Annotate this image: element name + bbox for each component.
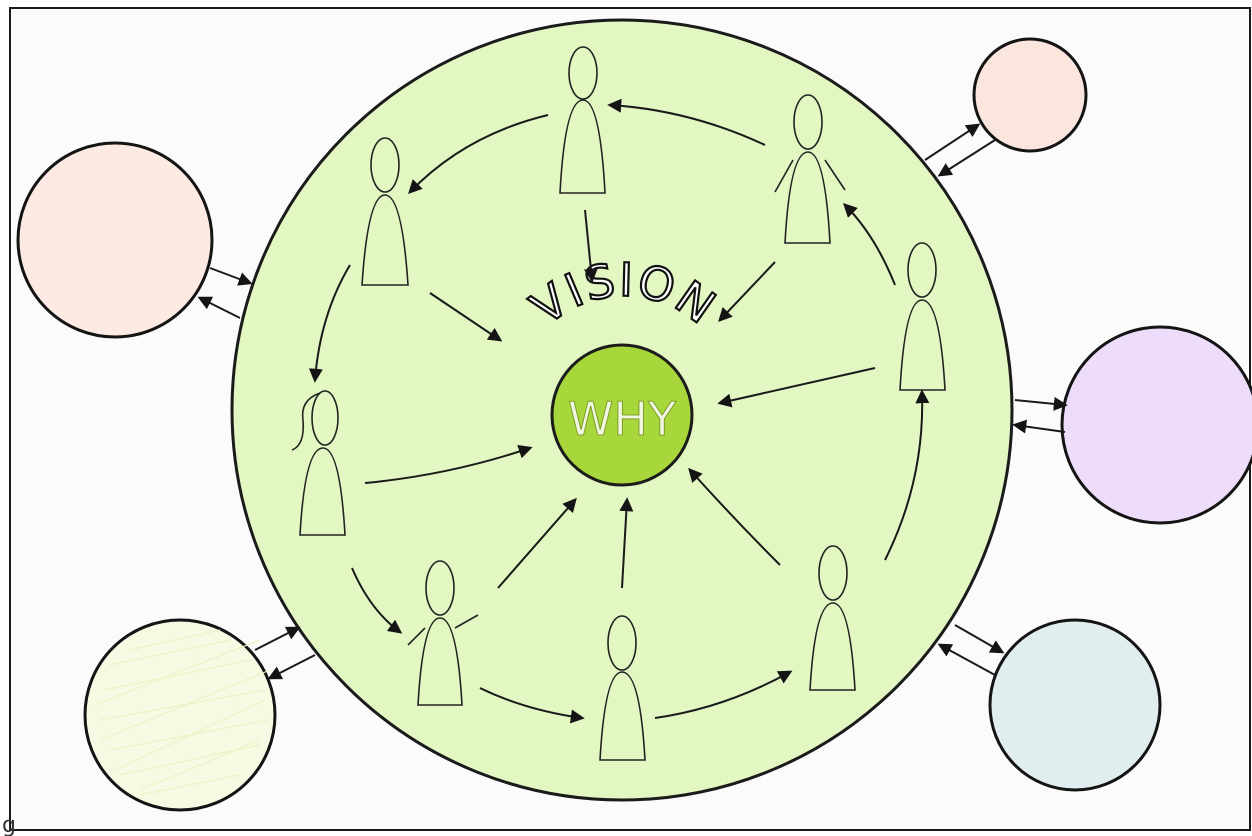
why-label: WHY bbox=[568, 392, 677, 446]
outer-circle-bottom-left bbox=[85, 620, 275, 810]
outer-circle-top-right bbox=[974, 39, 1086, 151]
outer-circle-right bbox=[1062, 327, 1252, 523]
outer-circle-left-top bbox=[18, 143, 212, 337]
outer-circle-bottom-right bbox=[990, 620, 1160, 790]
corner-fragment: g bbox=[2, 813, 16, 836]
